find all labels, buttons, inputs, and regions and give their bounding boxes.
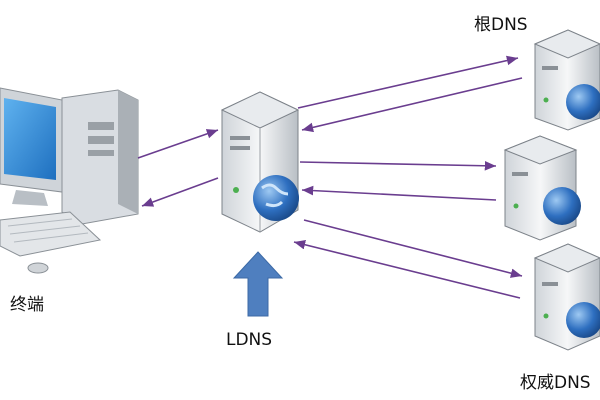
arrow-middle-to-ldns	[301, 185, 497, 201]
globe-icon	[253, 175, 299, 221]
arrow-ldns-to-terminal	[141, 177, 219, 207]
root-dns-label: 根DNS	[474, 15, 528, 35]
root-dns-server-icon	[533, 29, 600, 131]
middle-dns-server-icon	[503, 135, 581, 241]
globe-icon	[543, 187, 581, 225]
arrow-authoritative-to-ldns	[293, 240, 521, 299]
arrow-root-to-ldns	[301, 77, 523, 133]
globe-icon	[566, 302, 600, 338]
arrow-ldns-to-middle	[299, 160, 497, 171]
terminal-label: 终端	[10, 295, 44, 315]
desktop-computer-icon	[0, 87, 139, 274]
arrow-ldns-to-authoritative	[303, 219, 523, 278]
authoritative-dns-label: 权威DNS	[520, 373, 591, 393]
ldns-server-icon	[220, 91, 300, 233]
globe-icon	[566, 84, 600, 120]
up-arrow-icon	[232, 251, 284, 317]
arrow-terminal-to-ldns	[137, 129, 219, 159]
arrow-ldns-to-root	[297, 55, 519, 109]
query-arrows	[137, 55, 523, 299]
authoritative-dns-server-icon	[533, 243, 600, 351]
ldns-label: LDNS	[226, 330, 273, 350]
